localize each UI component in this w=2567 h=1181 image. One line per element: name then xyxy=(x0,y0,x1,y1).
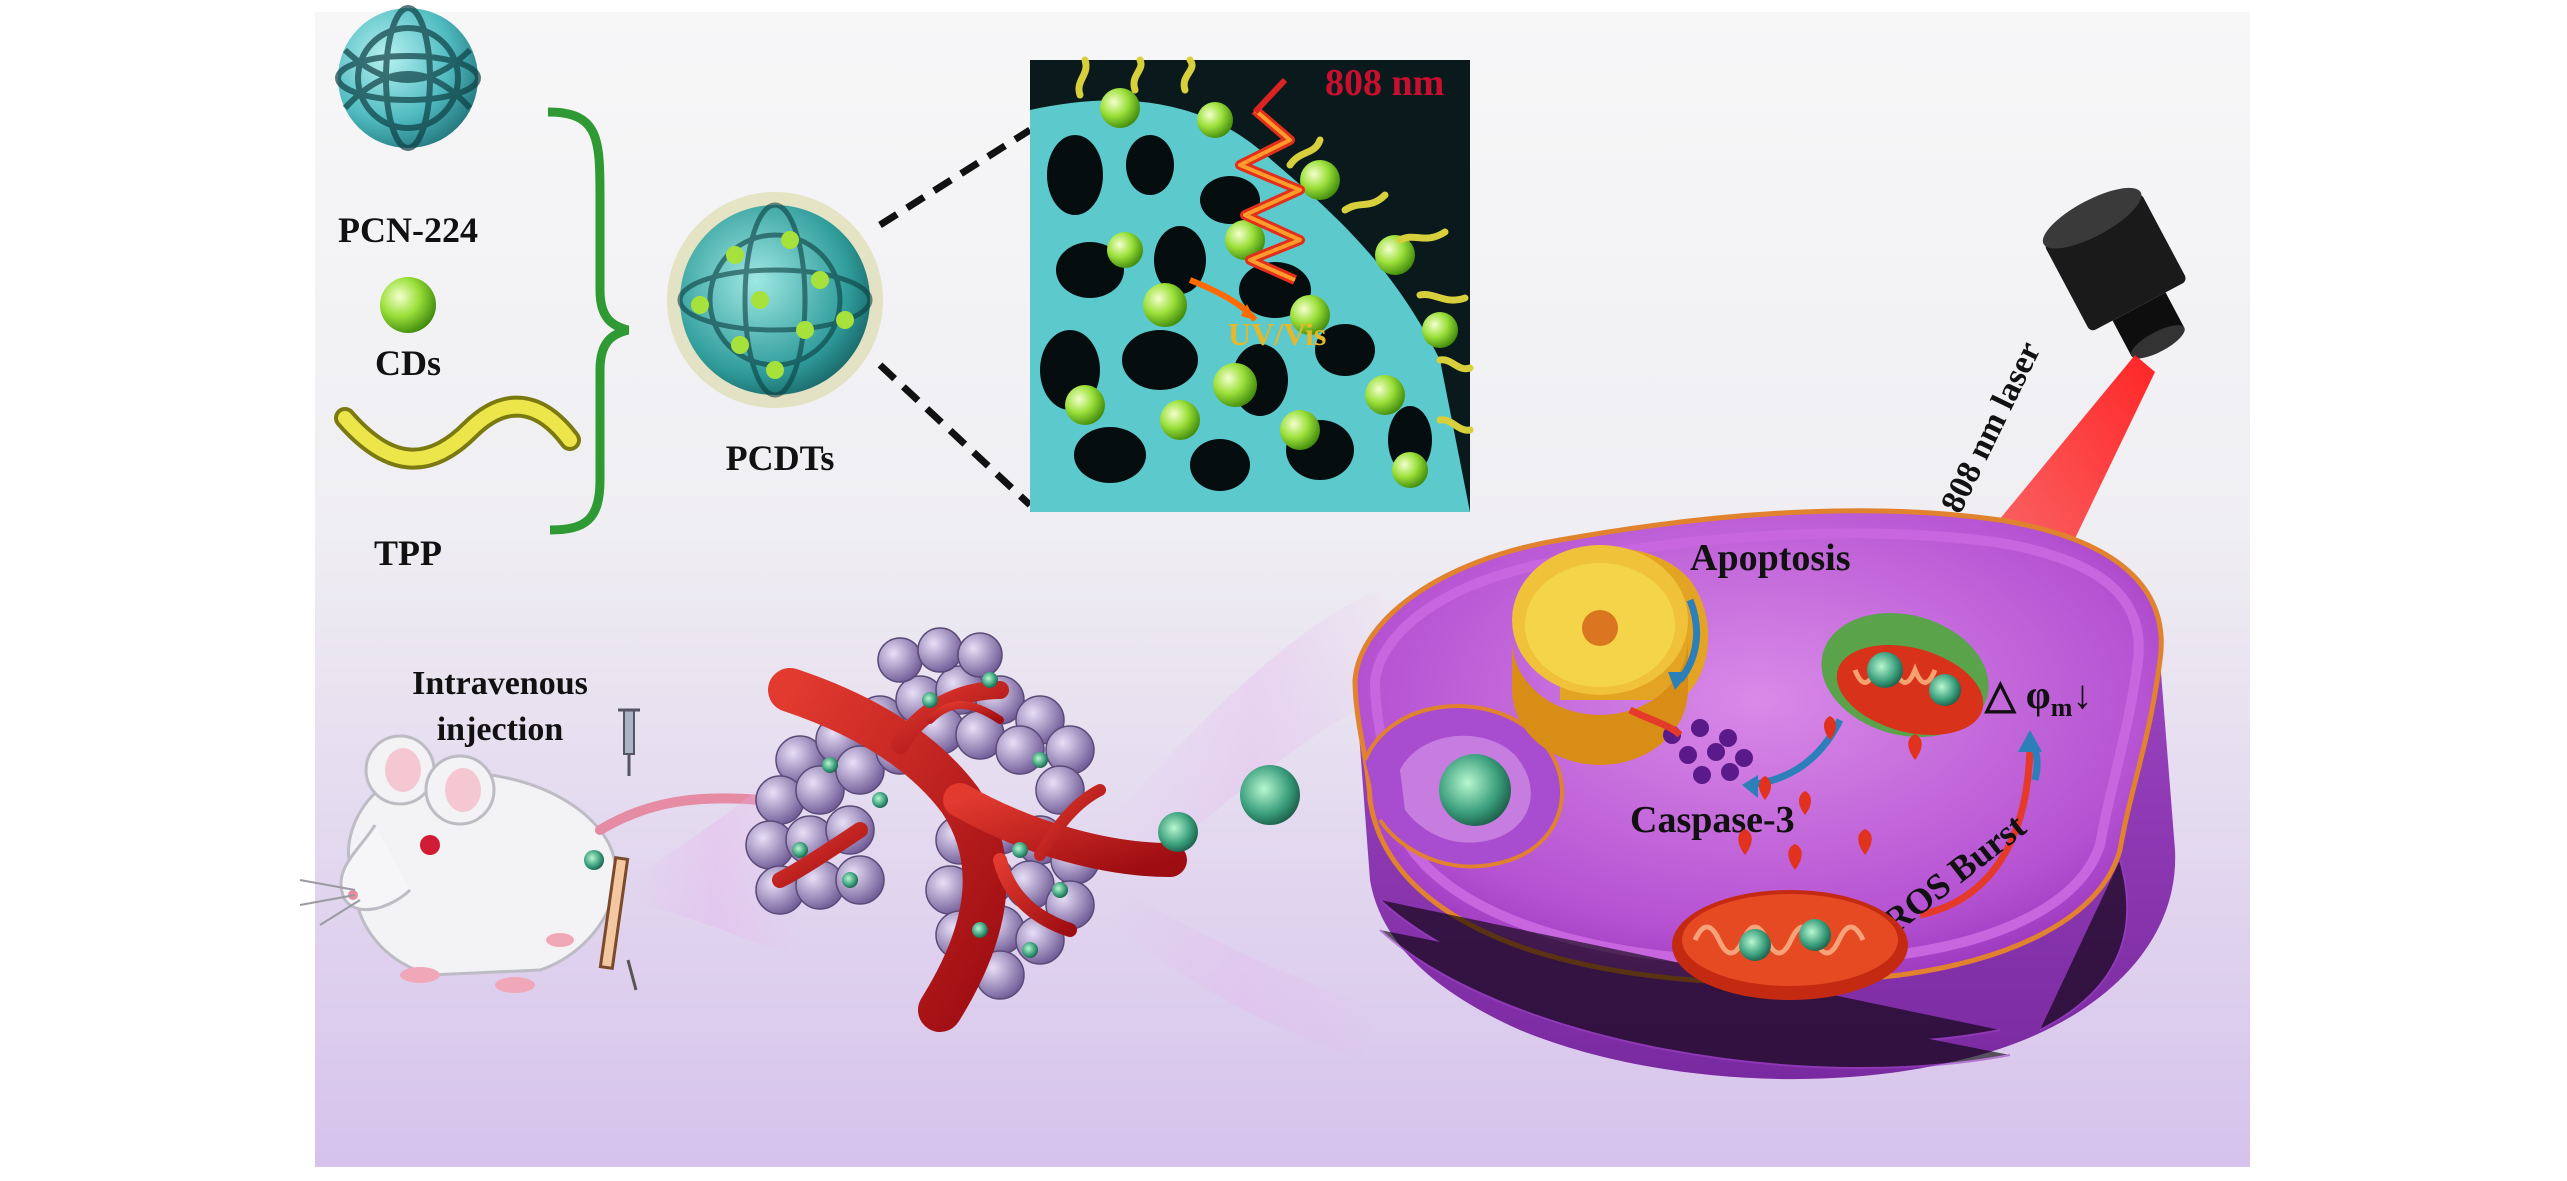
uvvis-label: UV/Vis xyxy=(1228,316,1326,352)
caspase-label: Caspase-3 xyxy=(1630,799,1795,841)
glow-right-lower xyxy=(1110,880,1380,1060)
pcn224-label: PCN-224 xyxy=(338,210,478,250)
caspase-dots xyxy=(1663,719,1753,784)
nm808-label: 808 nm xyxy=(1325,62,1444,104)
nucleus xyxy=(1512,545,1709,765)
zoom-inset xyxy=(1030,56,1474,513)
iv-label-line2: injection xyxy=(437,711,564,748)
iv-label-line1: Intravenous xyxy=(412,665,588,702)
tumor-cluster xyxy=(745,627,1187,1032)
cd-sphere xyxy=(380,277,436,333)
laser-device xyxy=(2042,187,2186,359)
pcdts-sphere xyxy=(667,192,883,408)
mitochondrion-lower xyxy=(1672,890,1908,1000)
ros-drops xyxy=(1738,716,1922,870)
mitochondrion-upper xyxy=(1821,613,1989,737)
arrow-head-3 xyxy=(2018,730,2042,752)
delta-label: △ φm↓ xyxy=(1984,672,2092,722)
mouse-illustration xyxy=(299,708,765,993)
pcdts-label: PCDTs xyxy=(726,438,835,478)
apoptosis-label: Apoptosis xyxy=(1690,537,1851,579)
nm808-arrow xyxy=(1252,77,1288,115)
pcn224-sphere xyxy=(335,5,481,151)
tpp-label: TPP xyxy=(374,533,442,573)
zoom-lines xyxy=(877,127,1033,508)
green-brace xyxy=(547,107,630,535)
glow-right xyxy=(1110,590,1400,880)
arrow-head-1 xyxy=(1668,672,1690,690)
tpp-wave xyxy=(334,395,581,470)
arrow-head-2 xyxy=(1742,775,1758,798)
cds-label: CDs xyxy=(375,343,441,383)
